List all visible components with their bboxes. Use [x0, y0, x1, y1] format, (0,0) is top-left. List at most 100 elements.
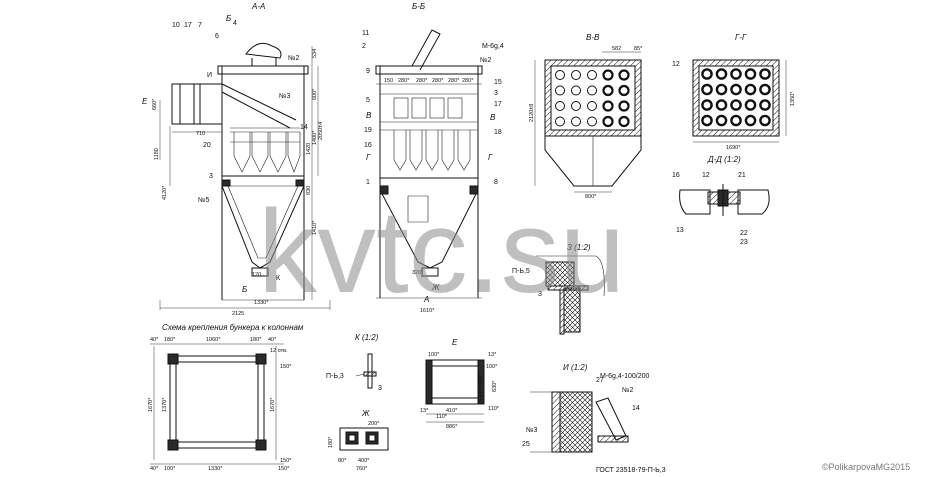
section-vv-title: В-В	[586, 33, 600, 42]
sch-r-150a: 150*	[280, 364, 292, 370]
view-e: Е 100* 13* 100* 110* 6,410×660* 630* 410…	[420, 338, 500, 430]
sch-b-100: 100*	[164, 466, 176, 472]
i-14: 14	[632, 405, 640, 412]
k-3: 3	[378, 385, 382, 392]
filter-hole	[744, 83, 757, 96]
filter-hole	[602, 115, 614, 128]
i-thread: М-6g,4-100/200	[600, 373, 650, 380]
vv-holes	[555, 69, 630, 128]
filter-hole	[618, 84, 630, 97]
section-i-title: И (1:2)	[563, 363, 588, 372]
e-13-b: 13*	[420, 408, 429, 414]
pos-i: И	[207, 72, 212, 79]
sch-r-150b: 150*	[280, 458, 292, 464]
filter-hole	[701, 68, 713, 80]
bb-g-right: Г	[488, 153, 493, 162]
bb-1610: 1610*	[420, 308, 435, 314]
bb-1: 1	[366, 179, 370, 186]
bb-5: 5	[366, 97, 370, 104]
bb-8: 8	[494, 179, 498, 186]
pos-7: 7	[198, 22, 202, 29]
bb-320: 320*	[412, 270, 424, 276]
e-410: 410*	[446, 408, 458, 414]
section-zh-title: Ж	[361, 409, 370, 418]
bb-9: 9	[366, 68, 370, 75]
view-bb: Б-Б 11 2 9	[362, 2, 504, 314]
filter-hole	[759, 83, 771, 96]
gg-1690: 1690*	[726, 145, 741, 151]
bb-a: А	[423, 295, 429, 304]
section-b-mark: Б	[226, 14, 231, 23]
vv-582: 582	[612, 46, 621, 52]
bb-18: 18	[494, 129, 502, 136]
dim-4120: 4120*	[162, 185, 168, 200]
dim-710: 710	[196, 131, 205, 137]
filter-hole	[730, 114, 742, 127]
dim-2125: 2125	[232, 311, 244, 317]
bb-17: 17	[494, 101, 502, 108]
mark-b: Б	[242, 285, 247, 294]
i-n2: №2	[622, 387, 634, 394]
filter-hole	[744, 99, 757, 111]
bb-sp-1: 280*	[398, 78, 410, 84]
filter-hole	[571, 85, 581, 96]
bb-sp-3: 280*	[432, 78, 444, 84]
filter-hole	[602, 84, 614, 97]
view-i: И (1:2) М-6g,4-100/200 №2 14 №3 27 25 ГО…	[522, 363, 666, 474]
bb-15: 15	[494, 79, 502, 86]
filter-hole	[744, 114, 757, 127]
dim-660: 660*	[152, 98, 158, 110]
bb-11: 11	[362, 30, 369, 37]
filter-hole	[602, 100, 614, 112]
filter-hole	[571, 70, 581, 80]
bb-m6: М-6g,4	[482, 43, 504, 50]
section-bb-title: Б-Б	[412, 2, 425, 11]
sch-b-150: 150*	[278, 466, 290, 472]
filter-hole	[618, 69, 630, 81]
dim-600: 600*	[312, 88, 318, 100]
pos-6: 6	[215, 33, 219, 40]
sch-b-1330: 1330*	[208, 466, 223, 472]
sch-top-180b: 180*	[250, 337, 262, 343]
bb-v-left: В	[366, 111, 372, 120]
filter-hole	[730, 99, 742, 111]
filter-hole	[618, 115, 630, 128]
filter-hole	[715, 83, 728, 96]
pos-n2: №2	[288, 55, 300, 62]
k-weld: П-Ь,3	[326, 373, 344, 380]
bb-19: 19	[364, 127, 372, 134]
filter-hole	[555, 85, 565, 96]
pos-n3: №3	[279, 93, 291, 100]
pos-10: 10	[172, 22, 180, 29]
sch-b-40: 40*	[150, 466, 159, 472]
section-aa-title: А-А	[251, 2, 265, 11]
sch-r-1670: 1670*	[270, 397, 276, 412]
filter-hole	[715, 99, 728, 111]
e-13-a: 13*	[488, 352, 497, 358]
view-vv: В-В 582 85* 2120±8 800*	[529, 33, 643, 200]
filter-hole	[701, 83, 713, 96]
bb-g-left: Г	[366, 153, 371, 162]
bb-sp-150: 150	[384, 78, 393, 84]
dd-23: 23	[740, 239, 748, 246]
filter-hole	[555, 70, 565, 80]
e-110-b: 110*	[436, 414, 448, 420]
bb-sp-5: 280*	[462, 78, 474, 84]
bb-n2: №2	[480, 57, 492, 64]
section-e-title: Е	[452, 338, 458, 347]
bb-3: 3	[494, 90, 498, 97]
gg-12: 12	[672, 61, 680, 68]
i-25: 25	[522, 441, 530, 448]
filter-hole	[715, 114, 728, 127]
filter-hole	[618, 100, 630, 112]
dim-930: 930	[306, 186, 312, 195]
filter-hole	[701, 114, 713, 127]
filter-hole	[587, 85, 597, 96]
e-100-a: 100*	[428, 352, 440, 358]
i-gost: ГОСТ 23518-79-П-Ь,3	[596, 467, 666, 474]
dim-1330: 1330*	[254, 300, 269, 306]
bb-v-right: В	[490, 113, 496, 122]
filter-hole	[587, 101, 597, 111]
dim-534: 534	[312, 49, 318, 58]
